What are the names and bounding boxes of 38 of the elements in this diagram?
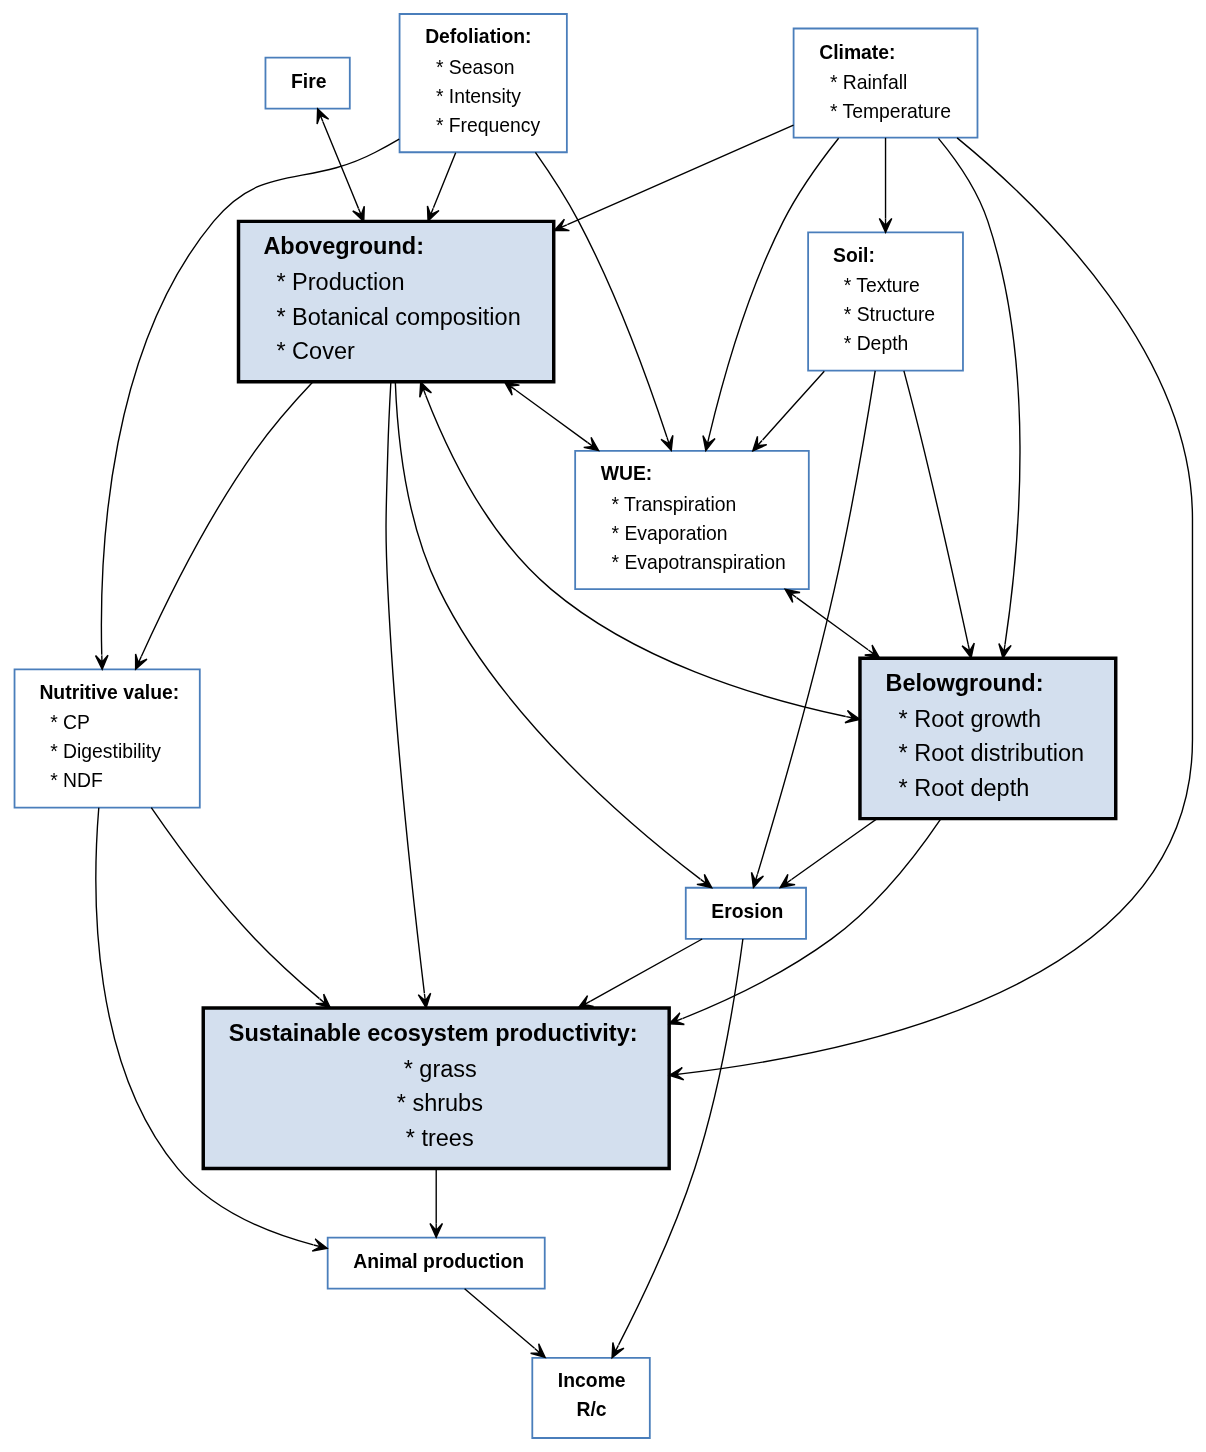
arrow: [750, 370, 876, 889]
arrow: [902, 370, 975, 659]
node-box: Erosion: [684, 886, 807, 940]
node-box: Animal production: [326, 1236, 546, 1290]
arrow: [668, 137, 1193, 1081]
arrow: [701, 137, 839, 452]
arrow: [94, 807, 328, 1252]
arrow: [150, 806, 331, 1009]
arrow: [315, 108, 365, 222]
node-box: WUE: * Transpiration * Evaporation * Evapotranspiration: [573, 449, 810, 591]
node-box: Defoliation: * Season * Intensity * Frequency: [398, 13, 568, 154]
node-box: Income R/c: [530, 1356, 651, 1439]
node-box: Sustainable ecosystem productivity: * grass * shrubs * trees: [201, 1006, 671, 1171]
node-box: Climate: * Rainfall * Temperature: [792, 27, 978, 139]
arrow: [94, 138, 400, 670]
arrow: [428, 1167, 443, 1239]
arrow: [937, 137, 1021, 659]
arrow: [384, 381, 431, 1009]
arrow: [418, 381, 860, 724]
arrow: [553, 124, 794, 232]
arrow: [463, 1288, 546, 1359]
node-box: Fire: [264, 56, 351, 110]
arrow: [878, 137, 892, 234]
arrow: [577, 938, 703, 1009]
node-box: Soil: * Texture * Structure * Depth: [806, 231, 964, 372]
arrow: [534, 151, 674, 452]
arrow: [779, 818, 877, 889]
arrow: [784, 588, 880, 659]
arrow: [668, 818, 941, 1026]
arrow: [503, 381, 599, 452]
node-box: Belowground: * Root growth * Root distribution * Root depth: [857, 656, 1117, 821]
node-box: Nutritive value: * CP * Digestibility * NDF: [13, 668, 201, 809]
arrow: [751, 370, 825, 452]
node-box: Aboveground: * Production * Botanical composition * Cover: [236, 219, 555, 384]
arrow: [394, 381, 712, 889]
arrow: [134, 381, 314, 670]
arrow: [610, 938, 744, 1359]
arrow: [426, 152, 456, 222]
